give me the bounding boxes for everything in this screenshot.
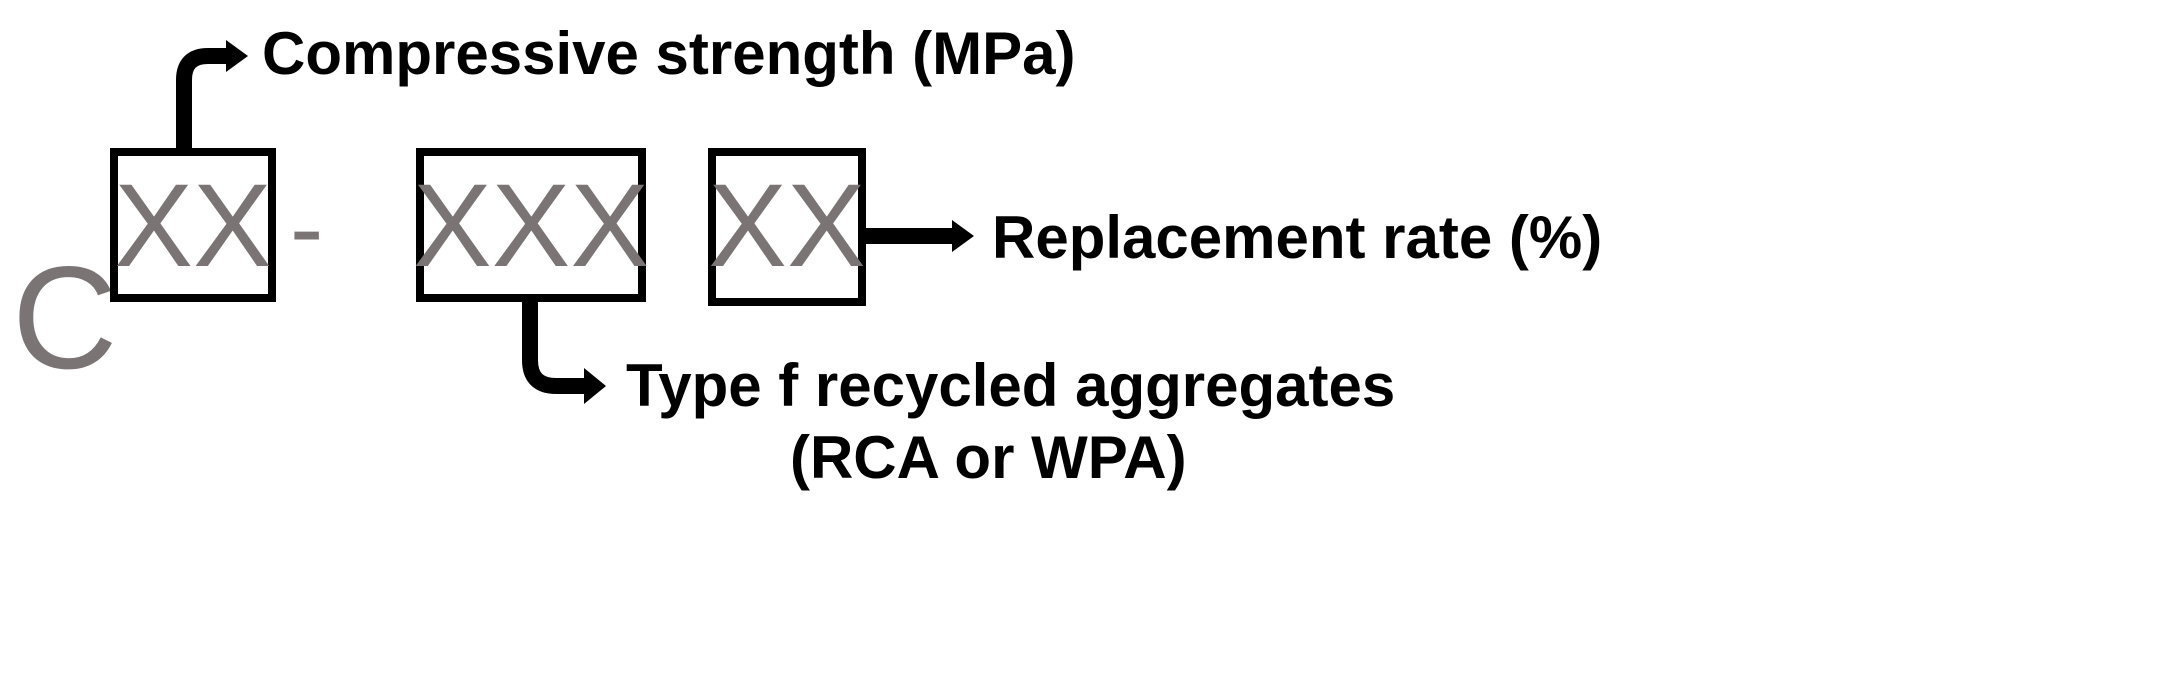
rate-label: Replacement rate (%)	[992, 204, 1602, 271]
type-box	[416, 148, 646, 302]
strength-box	[110, 148, 276, 302]
rate-arrow	[862, 220, 974, 252]
strength-placeholder: XX	[114, 160, 271, 292]
strength-arrow	[176, 40, 248, 150]
rate-field: XX	[708, 148, 866, 306]
strength-arrow-head	[226, 40, 248, 72]
type-arrow-line	[522, 300, 586, 394]
rate-arrow-head	[952, 220, 974, 252]
separator-dash: -	[290, 172, 323, 284]
type-label-line2: (RCA or WPA)	[790, 424, 1187, 491]
rate-box	[708, 148, 866, 306]
rate-placeholder: XX	[708, 160, 865, 292]
type-arrow-head	[584, 368, 606, 404]
strength-arrow-line	[176, 48, 228, 150]
type-arrow	[522, 300, 606, 404]
type-placeholder: XXX	[413, 160, 649, 292]
strength-label: Compressive strength (MPa)	[262, 20, 1076, 87]
prefix-letter: C	[12, 236, 117, 399]
type-field: XXX	[413, 148, 649, 302]
type-label-line1: Type f recycled aggregates	[626, 352, 1395, 419]
strength-field: XX	[110, 148, 276, 302]
